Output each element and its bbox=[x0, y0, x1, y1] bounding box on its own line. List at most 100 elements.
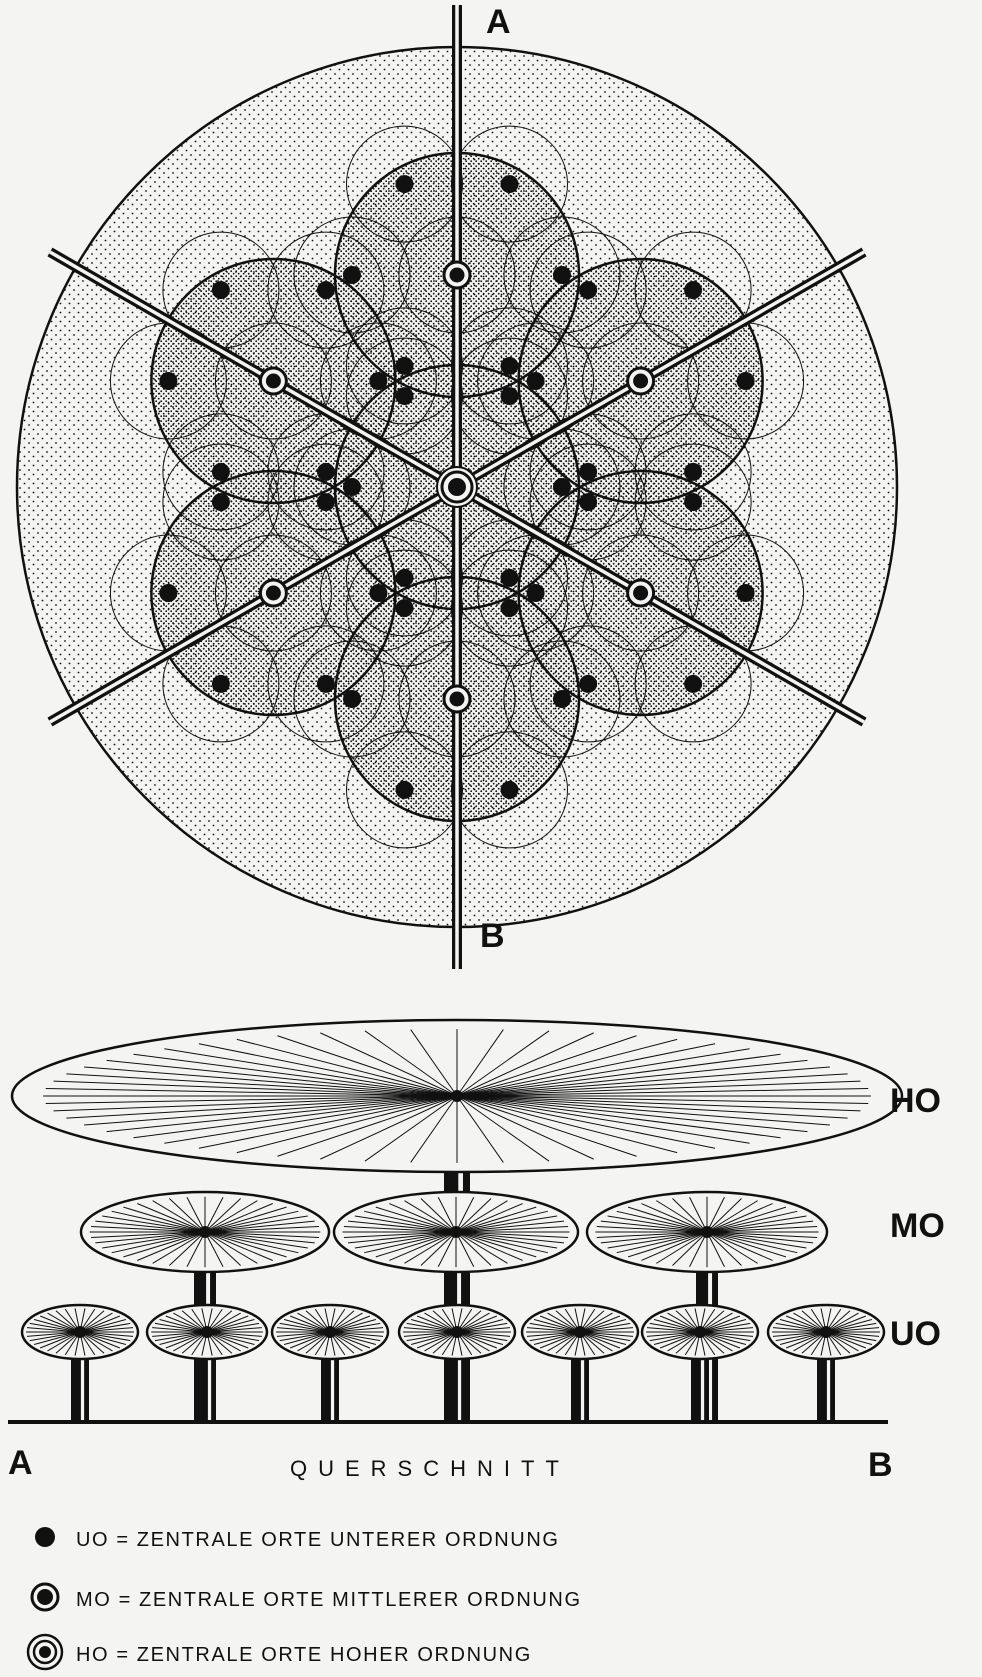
legend-text-uo: UO = ZENTRALE ORTE UNTERER ORDNUNG bbox=[76, 1529, 560, 1551]
spoke bbox=[204, 1231, 258, 1264]
spoke bbox=[772, 1331, 827, 1337]
spoke bbox=[206, 1331, 260, 1342]
level-label-ho: HO bbox=[890, 1082, 941, 1120]
spoke bbox=[456, 1088, 869, 1097]
spoke bbox=[455, 1231, 558, 1249]
spoke bbox=[329, 1319, 376, 1333]
spoke bbox=[641, 1231, 708, 1261]
spoke bbox=[364, 1095, 458, 1162]
spoke bbox=[699, 1327, 754, 1333]
uo-range-circle bbox=[162, 413, 280, 531]
spoke bbox=[79, 1331, 134, 1337]
spoke bbox=[198, 1095, 458, 1149]
spoke bbox=[456, 1331, 498, 1349]
spoke bbox=[47, 1331, 81, 1352]
uo-place-dot bbox=[500, 780, 519, 799]
spoke bbox=[437, 1197, 457, 1233]
spoke bbox=[111, 1231, 206, 1254]
spoke bbox=[607, 1231, 708, 1249]
spoke bbox=[456, 1032, 594, 1097]
spoke bbox=[84, 1095, 458, 1126]
spoke bbox=[529, 1331, 581, 1342]
spoke bbox=[329, 1327, 384, 1333]
spoke bbox=[297, 1331, 331, 1352]
spoke bbox=[456, 1331, 508, 1342]
uo-symbol-icon bbox=[35, 1527, 55, 1547]
spoke bbox=[343, 1225, 457, 1233]
spoke bbox=[456, 1043, 716, 1097]
spoke bbox=[579, 1312, 613, 1333]
spoke bbox=[825, 1331, 859, 1352]
uo-place-dot bbox=[395, 175, 414, 194]
stem-highlight bbox=[826, 1340, 831, 1422]
uo-range-circle bbox=[634, 443, 752, 561]
hub bbox=[201, 1326, 213, 1338]
spoke bbox=[627, 1206, 708, 1233]
uo-place-dot bbox=[343, 478, 361, 496]
uo-place-dot bbox=[211, 462, 230, 481]
spoke bbox=[26, 1331, 81, 1337]
spoke bbox=[329, 1312, 363, 1333]
spoke bbox=[667, 1312, 701, 1333]
spoke bbox=[706, 1231, 773, 1261]
hub bbox=[450, 1226, 462, 1238]
spoke bbox=[437, 1231, 457, 1267]
spoke bbox=[706, 1220, 814, 1233]
spoke bbox=[825, 1319, 872, 1333]
spoke bbox=[706, 1225, 818, 1233]
spoke bbox=[137, 1203, 206, 1233]
uo-place-dot bbox=[369, 372, 388, 390]
uo-range-circle bbox=[346, 731, 463, 849]
spoke bbox=[277, 1095, 458, 1157]
spoke bbox=[45, 1095, 458, 1104]
spoke bbox=[455, 1231, 537, 1258]
uo-range-circle bbox=[451, 549, 568, 667]
spoke bbox=[79, 1331, 131, 1342]
spoke bbox=[455, 1225, 569, 1233]
spoke bbox=[236, 1095, 458, 1154]
spoke bbox=[456, 1053, 781, 1097]
spoke bbox=[204, 1200, 258, 1233]
uo-mushroom bbox=[520, 1303, 640, 1422]
legend: UO = ZENTRALE ORTE UNTERER ORDNUNG MO = … bbox=[26, 1527, 580, 1671]
spoke bbox=[204, 1203, 273, 1233]
spoke bbox=[26, 1327, 81, 1333]
spoke bbox=[329, 1331, 376, 1345]
uo-place-dot bbox=[395, 356, 414, 375]
spoke bbox=[600, 1231, 708, 1244]
legend-item-mo: MO = ZENTRALE ORTE MITTLERER ORDNUNG bbox=[30, 1582, 580, 1612]
spoke bbox=[534, 1331, 581, 1345]
spoke bbox=[416, 1331, 458, 1349]
hub bbox=[694, 1326, 706, 1338]
spoke bbox=[236, 1038, 458, 1097]
spoke bbox=[772, 1327, 827, 1333]
spoke bbox=[456, 1312, 490, 1333]
uo-range-circle bbox=[267, 231, 385, 349]
legend-item-ho: HO = ZENTRALE ORTE HOHER ORDNUNG bbox=[26, 1633, 530, 1671]
uo-place-dot bbox=[500, 387, 519, 406]
spoke bbox=[164, 1095, 458, 1144]
spoke bbox=[279, 1331, 331, 1342]
uo-place-dot bbox=[343, 266, 361, 284]
spoke bbox=[455, 1198, 492, 1233]
spoke bbox=[53, 1095, 458, 1112]
spoke bbox=[329, 1331, 384, 1337]
uo-place-dot bbox=[684, 674, 703, 693]
uo-range-circle bbox=[293, 216, 411, 334]
cross-section: HO MO UO A B QUERSCHNITT bbox=[8, 1018, 945, 1484]
spoke bbox=[706, 1210, 798, 1233]
spoke bbox=[424, 1331, 458, 1352]
spoke bbox=[173, 1331, 208, 1352]
spoke bbox=[375, 1231, 457, 1258]
spoke bbox=[206, 1315, 249, 1333]
spoke bbox=[785, 1331, 827, 1349]
level-label-uo: UO bbox=[890, 1315, 941, 1353]
spoke bbox=[456, 1095, 869, 1104]
spoke bbox=[456, 1095, 808, 1133]
spoke bbox=[456, 1095, 716, 1149]
spoke bbox=[672, 1231, 708, 1266]
spoke bbox=[699, 1322, 751, 1333]
hub bbox=[451, 1090, 463, 1102]
spoke bbox=[526, 1331, 581, 1337]
